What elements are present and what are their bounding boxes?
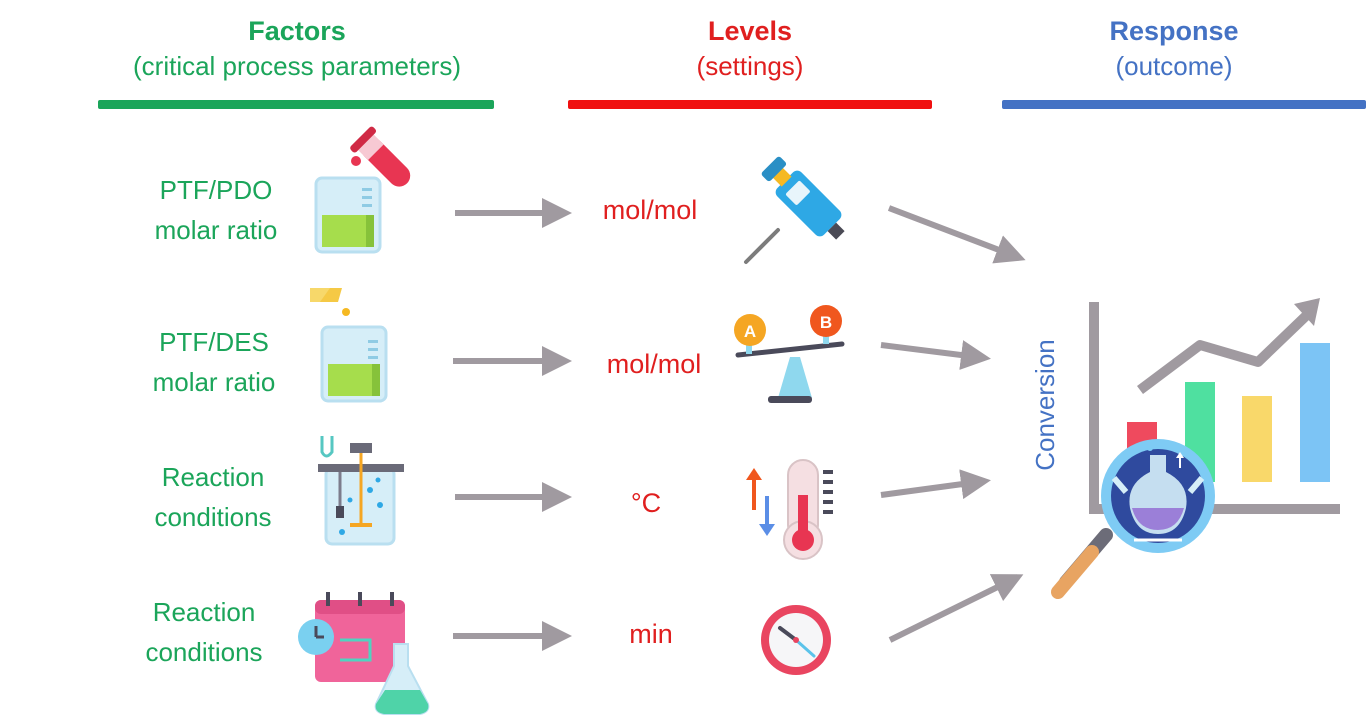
factor-1-line1: PTF/PDO [159, 175, 273, 205]
beaker-test-tube-icon [314, 126, 411, 254]
factor-2-line2: molar ratio [152, 367, 276, 397]
factors-header: Factors (critical process parameters) [97, 14, 497, 84]
factor-label-2: PTF/DES molar ratio [114, 322, 314, 402]
factor-label-4: Reaction conditions [104, 592, 304, 672]
response-header: Response (outcome) [1002, 14, 1346, 84]
level-label-1: mol/mol [602, 195, 698, 225]
reactor-vessel-icon [318, 436, 404, 546]
balance-scale-icon: A B [734, 305, 845, 403]
factor-3-line2: conditions [154, 502, 272, 532]
factor-label-3: Reaction conditions [113, 457, 313, 537]
factors-subtitle: (critical process parameters) [133, 51, 461, 81]
level-label-4: min [629, 619, 673, 649]
arrow-response-2 [880, 340, 991, 370]
scale-label-b: B [820, 313, 832, 332]
calendar-flask-icon [298, 592, 430, 715]
response-title: Response [1109, 16, 1239, 46]
arrow-response-1 [887, 205, 1026, 264]
clock-icon [761, 605, 831, 675]
factor-label-1: PTF/PDO molar ratio [116, 170, 316, 250]
response-underline [1002, 100, 1366, 109]
response-subtitle: (outcome) [1115, 51, 1233, 81]
pipette-icon [744, 156, 845, 264]
level-to-response-arrows [880, 205, 1026, 643]
factor-4-line1: Reaction [152, 597, 256, 627]
level-label-3: °C [630, 488, 662, 518]
arrow-response-4 [888, 574, 1024, 643]
factor-4-line2: conditions [145, 637, 263, 667]
chart-magnifier-flask-icon [1051, 298, 1340, 599]
level-label-2: mol/mol [606, 349, 702, 379]
factor-3-line1: Reaction [161, 462, 265, 492]
factor-to-level-arrows [453, 198, 572, 651]
scale-label-a: A [744, 322, 756, 341]
factor-1-line2: molar ratio [154, 215, 278, 245]
factors-underline [98, 100, 494, 109]
beaker-pour-icon [310, 288, 388, 403]
factor-2-line1: PTF/DES [159, 327, 269, 357]
arrow-response-3 [880, 469, 991, 500]
levels-subtitle: (settings) [696, 51, 804, 81]
thermometer-icon [746, 459, 833, 560]
levels-underline [568, 100, 932, 109]
levels-header: Levels (settings) [567, 14, 933, 84]
factors-title: Factors [248, 16, 346, 46]
levels-title: Levels [707, 16, 793, 46]
